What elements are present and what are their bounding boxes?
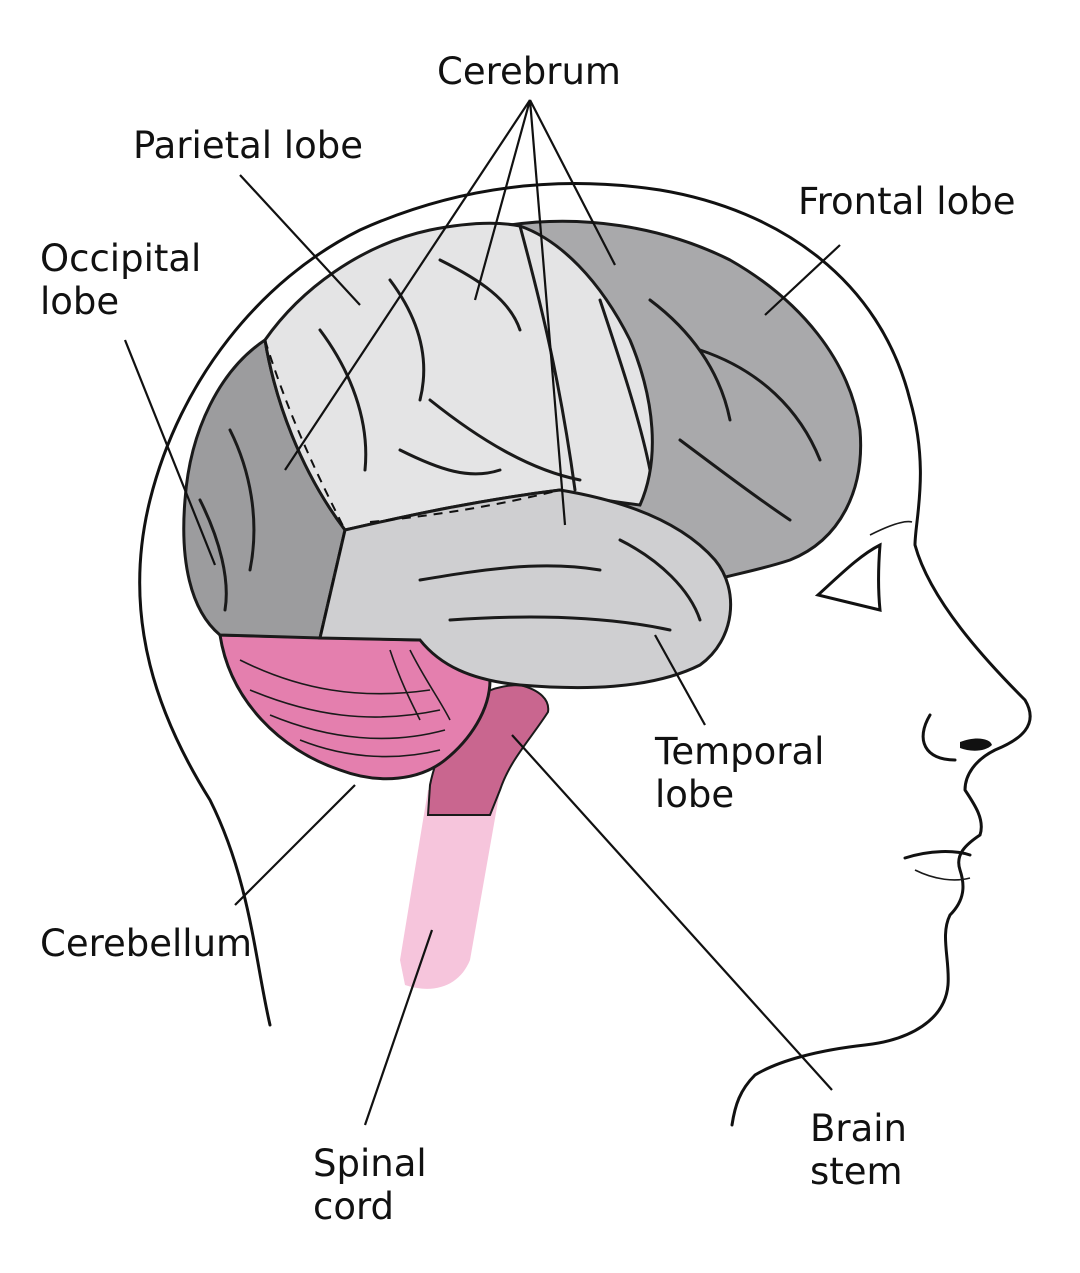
label-temporal-line-2: lobe	[655, 773, 735, 816]
label-occipital-line-1: Occipital	[40, 237, 202, 280]
head-outline	[138, 182, 1032, 1127]
leader-parietal	[239, 174, 361, 306]
leader-cerebrum-1	[284, 99, 531, 471]
label-parietal-text: Parietal lobe	[133, 124, 363, 167]
eye-shape	[814, 542, 882, 612]
label-spinal-line-1: Spinal	[313, 1142, 427, 1185]
label-parietal-lobe: Parietal lobe	[133, 124, 363, 167]
label-temporal-line-1: Temporal	[655, 730, 825, 773]
leader-brain-stem	[511, 734, 833, 1091]
label-cerebrum-text: Cerebrum	[437, 50, 621, 93]
label-brain-stem: Brain stem	[810, 1107, 907, 1193]
label-frontal-lobe: Frontal lobe	[798, 180, 1015, 223]
leader-cerebellum	[234, 784, 356, 906]
leader-temporal	[654, 634, 706, 726]
cerebellum-folia	[239, 649, 451, 758]
leader-spinal-cord	[363, 929, 434, 1126]
lower-lip	[914, 869, 971, 881]
eyebrow-stipple	[869, 520, 913, 536]
leader-cerebrum-3	[528, 99, 567, 526]
leader-cerebrum-2	[473, 99, 532, 301]
cerebellum-shape	[218, 633, 492, 781]
leader-occipital	[123, 339, 217, 566]
label-occipital-line-2: lobe	[40, 280, 120, 323]
temporal-boundary	[369, 489, 561, 523]
temporal-lobe-shape	[318, 488, 733, 690]
label-cerebellum: Cerebellum	[40, 922, 252, 965]
label-temporal-lobe: Temporal lobe	[655, 730, 824, 816]
label-spinal-cord: Spinal cord	[313, 1142, 427, 1228]
spinal-cord-shape	[400, 790, 500, 989]
label-frontal-text: Frontal lobe	[798, 180, 1016, 223]
label-brainstem-line-2: stem	[810, 1150, 903, 1193]
leader-lines	[123, 99, 841, 1126]
occipital-boundary	[264, 339, 347, 639]
nostril-shape	[960, 738, 992, 751]
label-cerebellum-text: Cerebellum	[40, 922, 253, 965]
leader-cerebrum-4	[529, 99, 616, 266]
lips-line	[903, 850, 972, 860]
label-cerebrum: Cerebrum	[437, 50, 621, 93]
leader-frontal	[764, 244, 841, 316]
nose-crease	[921, 713, 957, 762]
label-brainstem-line-1: Brain	[810, 1107, 907, 1150]
label-occipital-lobe: Occipital lobe	[40, 237, 201, 323]
label-spinal-line-2: cord	[313, 1185, 395, 1228]
brain-folds	[198, 224, 822, 632]
